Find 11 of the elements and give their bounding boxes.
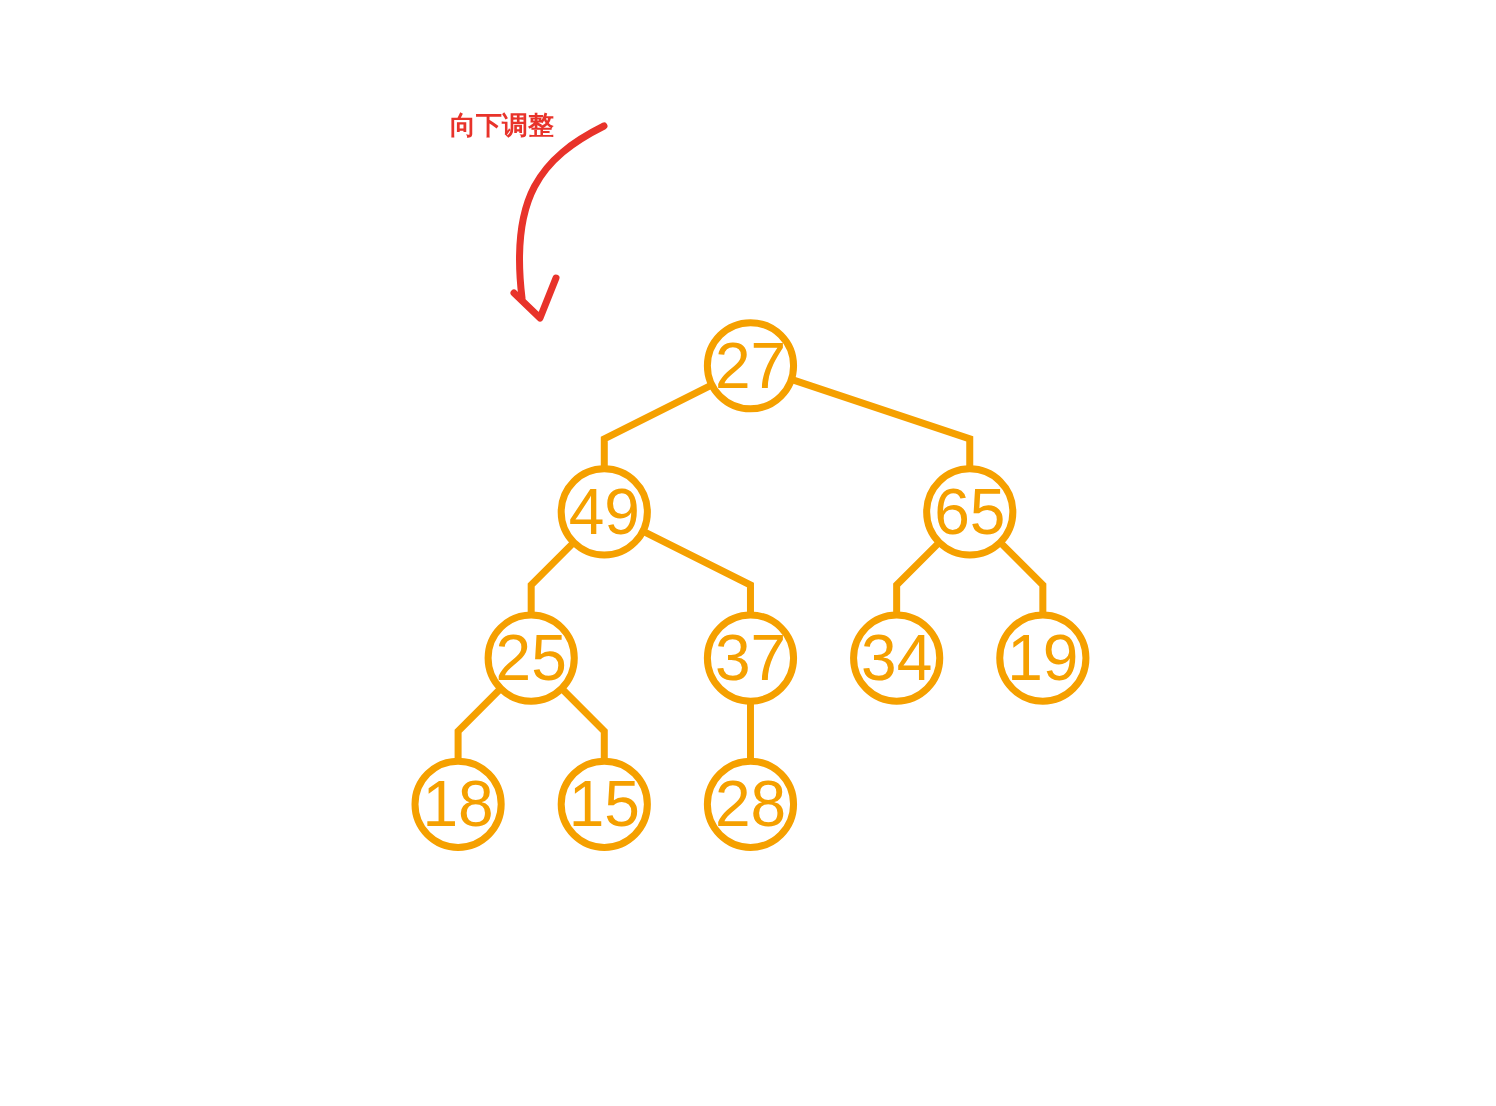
node-circle: 25 — [484, 611, 578, 705]
node-circle: 28 — [703, 757, 797, 851]
node-circle: 18 — [411, 757, 505, 851]
node-circle: 15 — [557, 757, 651, 851]
node-circle: 37 — [703, 611, 797, 705]
node-circle: 34 — [849, 611, 943, 705]
node-circle: 65 — [922, 465, 1016, 559]
node-circle: 27 — [703, 319, 797, 413]
node-circle: 49 — [557, 465, 651, 559]
annotation-text: 向下调整 — [450, 109, 554, 142]
node-circle: 19 — [995, 611, 1089, 705]
